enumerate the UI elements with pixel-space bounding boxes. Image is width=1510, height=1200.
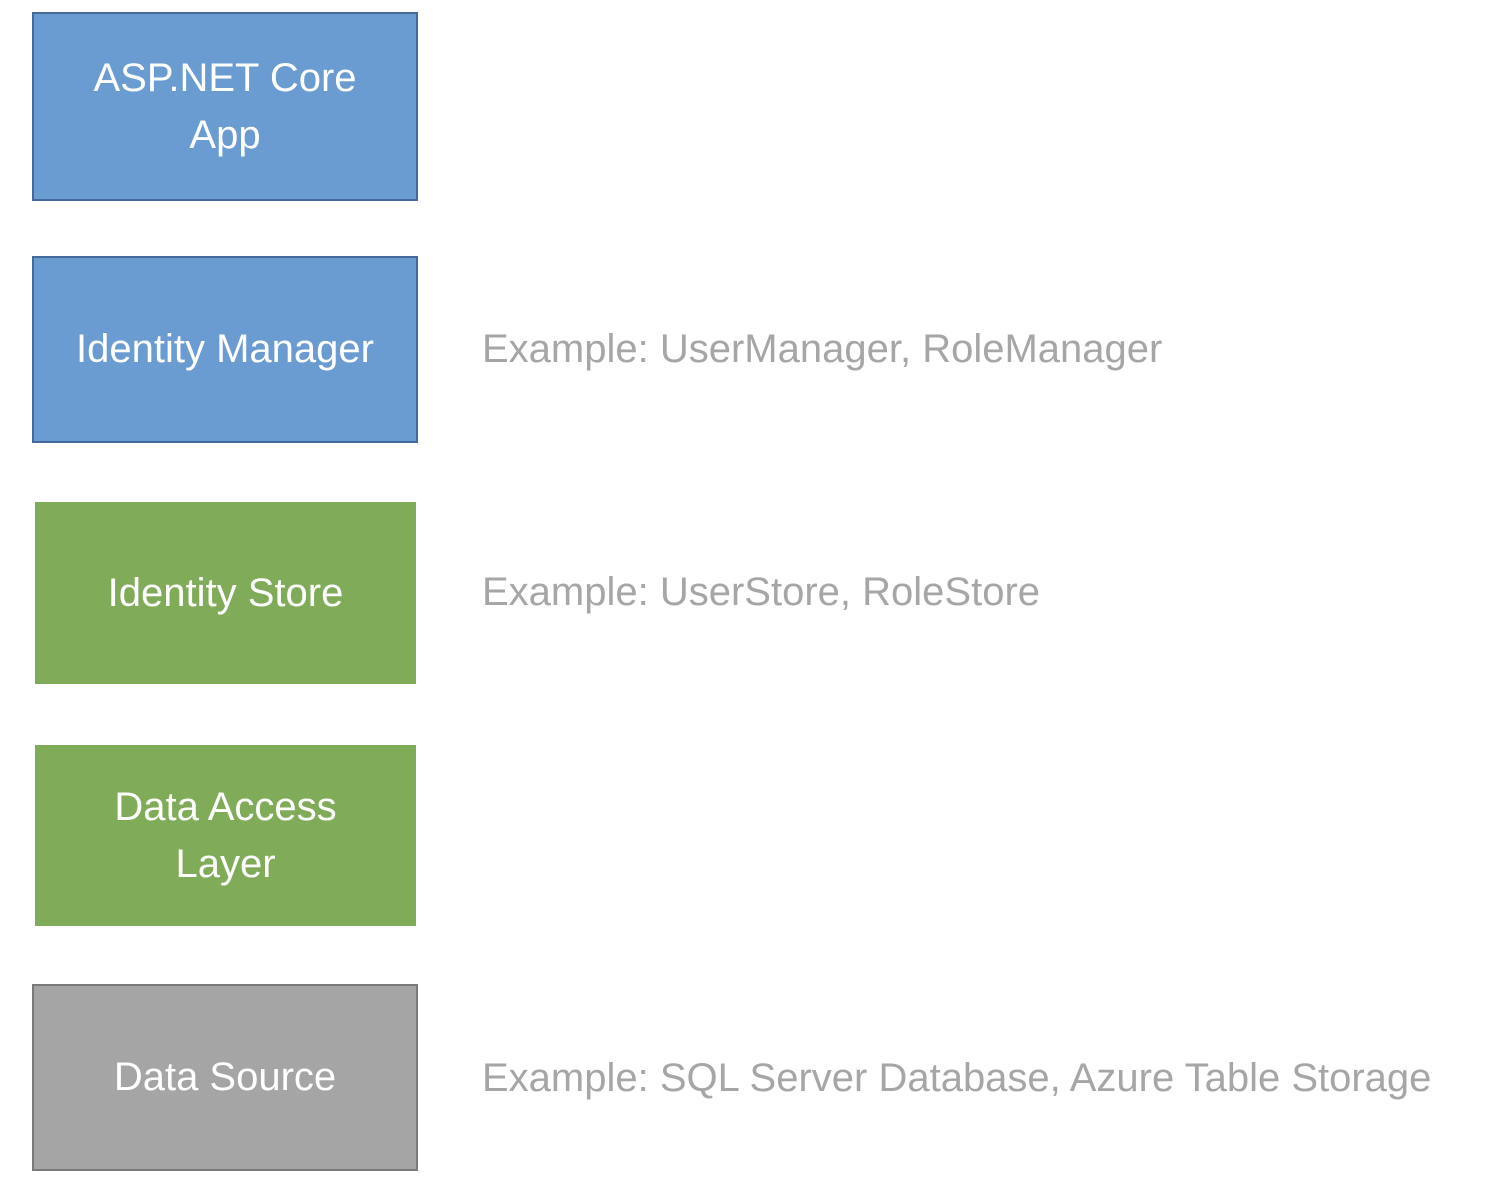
layer-label: Identity Manager	[76, 327, 374, 371]
layer-label-line1: ASP.NET Core	[93, 55, 357, 100]
layer-identity-manager: Identity Manager	[32, 256, 418, 443]
layer-data-access-layer: Data Access Layer	[35, 745, 416, 926]
layer-label: Data Access Layer	[104, 779, 346, 893]
example-identity-manager: Example: UserManager, RoleManager	[482, 327, 1163, 371]
example-data-source: Example: SQL Server Database, Azure Tabl…	[482, 1056, 1432, 1100]
layer-data-source: Data Source	[32, 984, 418, 1171]
layer-aspnet-core-app: ASP.NET Core App	[32, 12, 418, 201]
example-identity-store: Example: UserStore, RoleStore	[482, 570, 1041, 614]
layer-label-line2: Layer	[175, 841, 276, 886]
layer-label: Identity Store	[107, 570, 344, 615]
layer-label-line2: App	[189, 112, 261, 157]
layer-identity-store: Identity Store	[35, 502, 416, 684]
layer-label-line1: Data Access	[114, 784, 337, 829]
layer-label: Data Source	[113, 1055, 337, 1099]
layer-label: ASP.NET Core App	[83, 50, 366, 164]
